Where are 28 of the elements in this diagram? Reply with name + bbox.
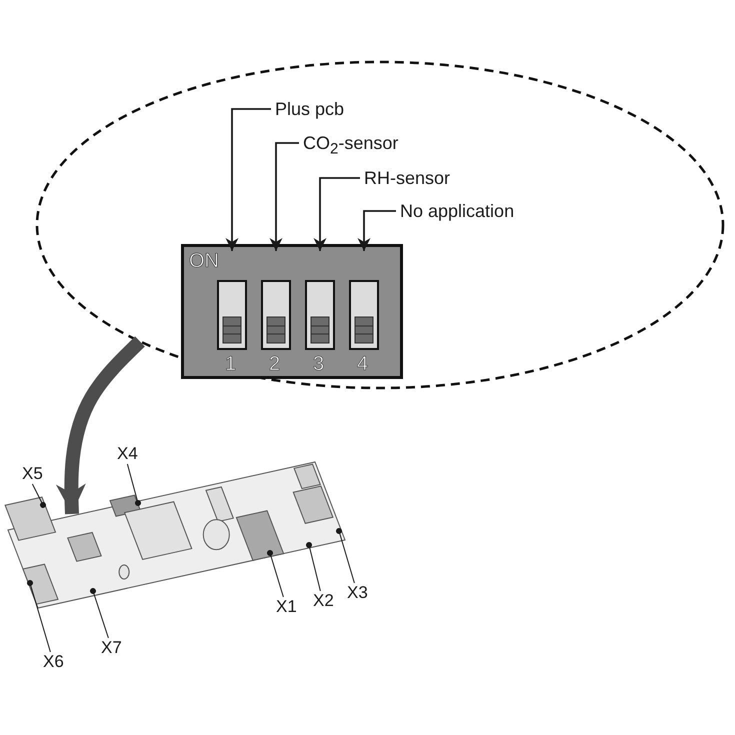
arrow [226,108,271,251]
dip-switch-block [181,244,403,379]
connector-label: X6 [43,652,64,672]
arrow [358,210,396,251]
switch-label: Plus pcb [275,98,344,120]
switch-label: No application [400,200,514,222]
switch-label: CO$_{2}$-sensor [303,132,398,154]
leader-line [336,528,355,584]
leader-line [32,484,46,508]
on-label: ON [189,250,219,272]
arrow [314,177,360,251]
connector-label: X3 [347,583,368,603]
leader-line [267,550,284,598]
switch-number: 2 [269,353,280,375]
connector-label: X1 [276,597,297,617]
curved-arrow [56,336,145,514]
arrow [270,142,299,251]
switch-label: RH-sensor [364,167,450,189]
switch-number: 4 [357,353,368,375]
leader-line [90,588,109,638]
connector-label: X5 [22,464,43,484]
connector-label: X4 [117,444,138,464]
switch-number: 1 [225,353,236,375]
leader-line [306,542,321,592]
connector-label: X7 [101,638,122,658]
leader-line [27,580,51,652]
leader-line [126,464,141,506]
connector-label: X2 [313,591,334,611]
